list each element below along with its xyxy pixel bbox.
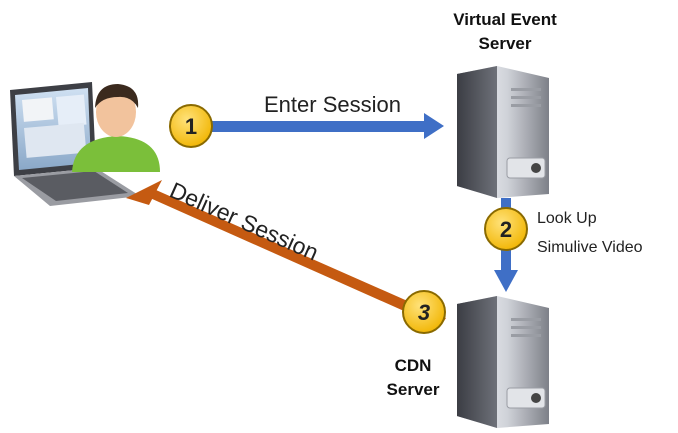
virtual-event-server-title-line2: Server — [478, 34, 532, 53]
enter-session-label: Enter Session — [264, 92, 401, 117]
virtual-event-server-title-line1: Virtual Event — [453, 10, 557, 29]
user-avatar-icon — [72, 84, 160, 172]
laptop-user-icon — [10, 82, 160, 206]
step-badge-1: 1 — [169, 104, 213, 148]
look-up-label-line1: Look Up — [537, 210, 597, 227]
step-badge-2: 2 — [484, 207, 528, 251]
step-number-3: 3 — [418, 300, 430, 325]
laptop-icon — [10, 82, 140, 206]
step-number-2: 2 — [500, 217, 512, 242]
cdn-server-title-line2: Server — [386, 380, 440, 399]
cdn-server-icon — [457, 296, 549, 428]
deliver-session-label: Deliver Session — [166, 177, 323, 266]
step-number-1: 1 — [185, 114, 197, 139]
cdn-server-title-line1: CDN — [394, 356, 432, 375]
look-up-label-line2: Simulive Video — [537, 239, 643, 256]
arrow-deliver-session — [126, 180, 446, 327]
virtual-event-server-icon — [457, 66, 549, 198]
cdn-server-title: CDN Server — [375, 354, 451, 402]
arrow-enter-session — [210, 113, 444, 139]
step-badge-3: 3 — [402, 290, 446, 334]
virtual-event-server-title: Virtual Event Server — [420, 8, 590, 56]
look-up-label: Look Up Simulive Video — [537, 204, 643, 262]
